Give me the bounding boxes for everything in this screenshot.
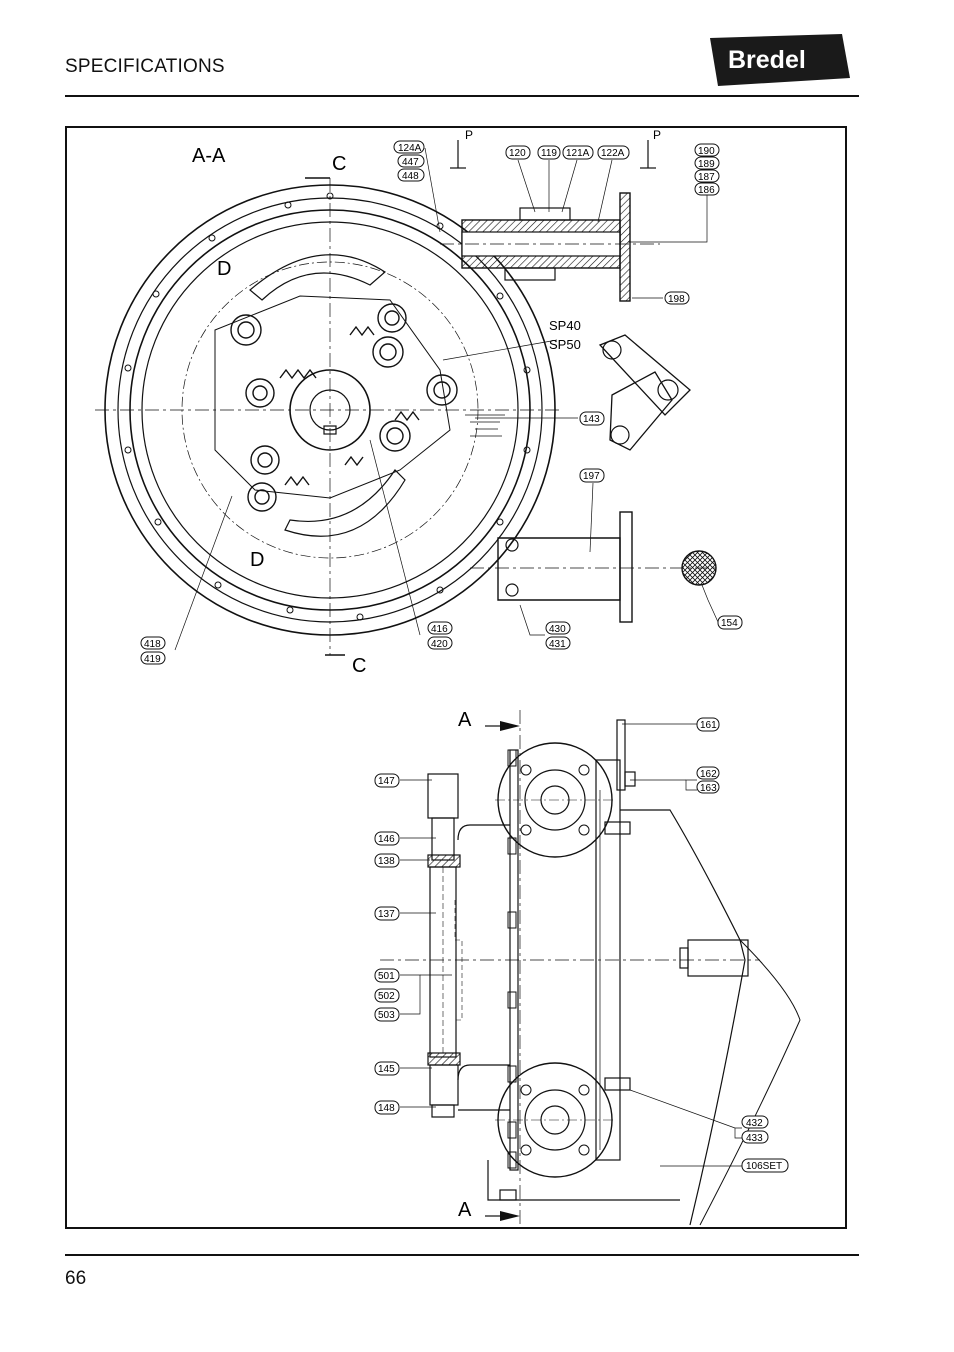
svg-text:502: 502 bbox=[378, 991, 395, 1002]
drawing-frame bbox=[65, 126, 847, 1229]
svg-text:186: 186 bbox=[698, 185, 715, 196]
callout-154: 154 bbox=[717, 615, 743, 630]
svg-text:430: 430 bbox=[549, 624, 566, 635]
callout-189: 189 bbox=[694, 156, 720, 170]
svg-text:138: 138 bbox=[378, 856, 395, 867]
svg-text:447: 447 bbox=[402, 157, 419, 168]
svg-text:146: 146 bbox=[378, 834, 395, 845]
callout-137: 137 bbox=[374, 906, 400, 921]
label-d-top: D bbox=[217, 258, 231, 280]
svg-text:420: 420 bbox=[431, 639, 448, 650]
svg-text:161: 161 bbox=[700, 720, 717, 731]
section-a-a-view bbox=[95, 140, 720, 656]
svg-text:148: 148 bbox=[378, 1103, 395, 1114]
callout-106SET: 106SET bbox=[741, 1158, 789, 1173]
svg-text:432: 432 bbox=[746, 1118, 763, 1129]
callout-122A: 122A bbox=[597, 145, 630, 160]
callout-124A: 124A bbox=[393, 140, 425, 154]
svg-text:419: 419 bbox=[144, 654, 161, 665]
svg-text:119: 119 bbox=[541, 148, 557, 159]
svg-text:106SET: 106SET bbox=[746, 1161, 782, 1172]
page-number: 66 bbox=[65, 1268, 87, 1289]
svg-text:503: 503 bbox=[378, 1010, 395, 1021]
callout-416: 416 bbox=[427, 621, 453, 635]
callouts-top: 124A 447 448 120 119 121A 122A 190 189 1… bbox=[140, 140, 743, 665]
svg-text:122A: 122A bbox=[601, 148, 625, 159]
label-a-top: A bbox=[458, 709, 472, 731]
callout-502: 502 bbox=[374, 988, 400, 1003]
svg-text:431: 431 bbox=[549, 639, 566, 650]
svg-text:433: 433 bbox=[746, 1133, 763, 1144]
svg-text:147: 147 bbox=[378, 776, 395, 787]
footer-rule bbox=[65, 1254, 859, 1256]
callout-147: 147 bbox=[374, 773, 400, 788]
label-sp40: SP40 bbox=[549, 318, 581, 333]
svg-text:189: 189 bbox=[698, 159, 715, 170]
callout-121A: 121A bbox=[562, 145, 594, 160]
logo-text: Bredel bbox=[728, 46, 806, 74]
section-arrows-a bbox=[485, 721, 520, 1221]
label-p-right: P bbox=[653, 128, 661, 142]
label-c-bottom: C bbox=[352, 655, 366, 677]
callout-197: 197 bbox=[579, 468, 605, 483]
callout-447: 447 bbox=[397, 154, 425, 168]
callout-433: 433 bbox=[741, 1130, 769, 1144]
label-p-left: P bbox=[465, 128, 473, 142]
callout-198: 198 bbox=[664, 291, 690, 305]
callout-432: 432 bbox=[741, 1115, 769, 1129]
svg-text:120: 120 bbox=[509, 148, 526, 159]
callout-146: 146 bbox=[374, 831, 400, 846]
callout-501: 501 bbox=[374, 968, 400, 983]
side-view bbox=[380, 710, 801, 1226]
callouts-bottom: 147 146 138 137 501 502 503 145 148 161 … bbox=[374, 717, 789, 1173]
callout-162: 162 bbox=[696, 766, 720, 780]
svg-text:448: 448 bbox=[402, 171, 419, 182]
svg-text:143: 143 bbox=[583, 414, 600, 425]
callout-119: 119 bbox=[537, 145, 561, 160]
callout-448: 448 bbox=[397, 168, 425, 182]
label-d-bottom: D bbox=[250, 549, 264, 571]
svg-text:198: 198 bbox=[668, 294, 685, 305]
label-sp50: SP50 bbox=[549, 337, 581, 352]
callout-503: 503 bbox=[374, 1007, 400, 1022]
svg-text:163: 163 bbox=[700, 783, 717, 794]
callout-186: 186 bbox=[694, 182, 720, 196]
callout-161: 161 bbox=[696, 717, 720, 732]
callout-420: 420 bbox=[427, 636, 453, 650]
svg-text:418: 418 bbox=[144, 639, 161, 650]
callout-143: 143 bbox=[579, 411, 605, 426]
callout-120: 120 bbox=[505, 145, 531, 160]
page-title: SPECIFICATIONS bbox=[65, 56, 225, 77]
svg-text:416: 416 bbox=[431, 624, 448, 635]
callout-187: 187 bbox=[694, 169, 720, 183]
bredel-logo: Bredel bbox=[710, 34, 850, 86]
svg-text:197: 197 bbox=[583, 471, 600, 482]
svg-text:501: 501 bbox=[378, 971, 395, 982]
label-section-aa: A-A bbox=[192, 145, 226, 167]
svg-text:121A: 121A bbox=[566, 148, 590, 159]
callout-190: 190 bbox=[694, 143, 720, 157]
callout-138: 138 bbox=[374, 853, 400, 868]
callout-163: 163 bbox=[696, 780, 720, 794]
svg-text:187: 187 bbox=[698, 172, 715, 183]
svg-text:154: 154 bbox=[721, 618, 738, 629]
label-a-bottom: A bbox=[458, 1199, 472, 1221]
svg-text:137: 137 bbox=[378, 909, 395, 920]
callout-145: 145 bbox=[374, 1061, 400, 1076]
svg-text:162: 162 bbox=[700, 769, 717, 780]
svg-text:190: 190 bbox=[698, 146, 715, 157]
callout-430: 430 bbox=[545, 621, 571, 635]
label-c-top: C bbox=[332, 153, 346, 175]
svg-text:145: 145 bbox=[378, 1064, 395, 1075]
svg-text:124A: 124A bbox=[398, 143, 422, 154]
callout-419: 419 bbox=[140, 651, 166, 665]
callout-418: 418 bbox=[140, 636, 166, 650]
callout-148: 148 bbox=[374, 1100, 400, 1115]
header-rule bbox=[65, 95, 859, 97]
callout-431: 431 bbox=[545, 636, 571, 650]
